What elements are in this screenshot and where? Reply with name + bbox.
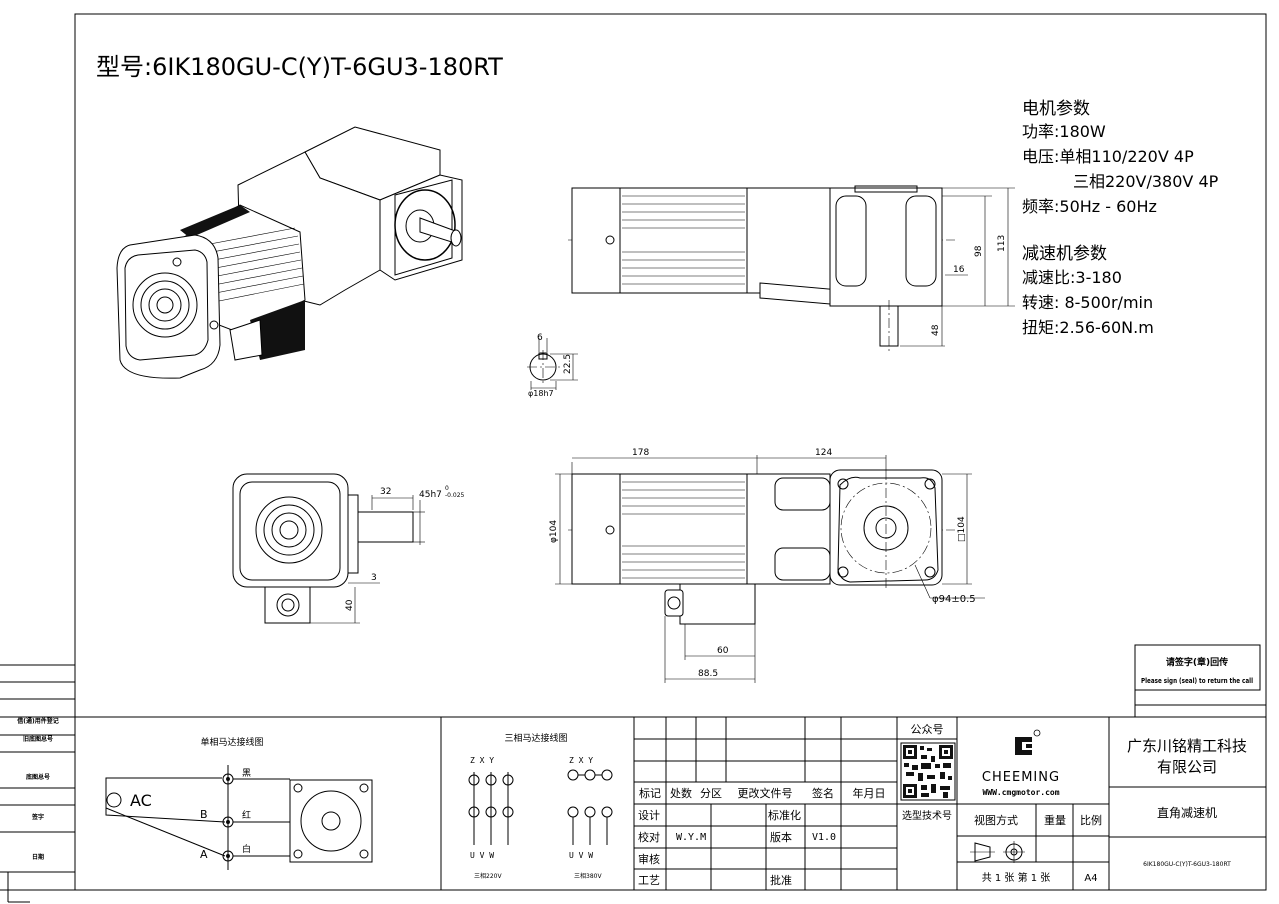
svg-text:请签字(章)回传: 请签字(章)回传: [1166, 656, 1228, 668]
svg-text:φ94±0.5: φ94±0.5: [932, 594, 976, 605]
svg-text:A: A: [200, 848, 208, 861]
drawing-border: [74, 13, 1267, 891]
svg-text:三相380V: 三相380V: [574, 872, 602, 880]
svg-text:有限公司: 有限公司: [1157, 758, 1217, 776]
svg-text:三相220V: 三相220V: [474, 872, 502, 880]
svg-text:3: 3: [371, 573, 377, 583]
svg-text:减速机参数: 减速机参数: [1022, 244, 1107, 264]
svg-text:直角减速机: 直角减速机: [1157, 806, 1217, 820]
svg-text:校对: 校对: [638, 830, 660, 844]
svg-text:标准化: 标准化: [768, 808, 801, 822]
svg-text:电压:单相110/220V 4P: 电压:单相110/220V 4P: [1022, 147, 1194, 166]
svg-text:W.Y.M: W.Y.M: [676, 832, 706, 843]
svg-text:签名: 签名: [812, 786, 834, 800]
svg-text:22.5: 22.5: [563, 354, 573, 374]
title-block: 广东川铭精工科技 有限公司 直角减速机 视图方式 重量 比例 共 1 张 第 1…: [957, 717, 1266, 890]
svg-text:98: 98: [974, 245, 984, 257]
motor-params: 电机参数 功率:180W 电压:单相110/220V 4P 三相220V/380…: [1022, 99, 1219, 216]
svg-text:设计: 设计: [638, 809, 660, 822]
svg-text:减速比:3-180: 减速比:3-180: [1022, 268, 1122, 287]
svg-text:113: 113: [997, 235, 1007, 252]
svg-text:重量: 重量: [1044, 813, 1066, 827]
svg-text:三相马达接线图: 三相马达接线图: [504, 732, 567, 744]
svg-text:A4: A4: [1084, 873, 1097, 884]
reducer-params: 减速机参数 减速比:3-180 转速: 8-500r/min 扭矩:2.56-6…: [1022, 244, 1154, 337]
svg-text:45h7: 45h7: [419, 490, 442, 500]
svg-text:6: 6: [537, 333, 543, 343]
svg-text:审核: 审核: [638, 852, 660, 866]
svg-text:48: 48: [931, 324, 941, 336]
svg-text:签字: 签字: [31, 813, 44, 821]
svg-text:Please sign (seal) to return t: Please sign (seal) to return the call: [1141, 677, 1253, 685]
svg-text:视图方式: 视图方式: [974, 813, 1018, 827]
svg-text:更改文件号: 更改文件号: [738, 786, 793, 800]
svg-text:CHEEMING: CHEEMING: [982, 770, 1060, 785]
svg-text:60: 60: [717, 646, 729, 656]
svg-text:选型技术号: 选型技术号: [902, 809, 952, 822]
svg-text:旧底图总号: 旧底图总号: [23, 735, 53, 743]
svg-text:88.5: 88.5: [698, 669, 718, 679]
svg-text:年月日: 年月日: [853, 786, 886, 800]
public-account: 公众号 选型技术号: [897, 717, 958, 890]
svg-text:0: 0: [445, 485, 449, 492]
svg-text:转速: 8-500r/min: 转速: 8-500r/min: [1022, 293, 1153, 312]
side-view-top: 113 98 16 48: [568, 185, 1015, 352]
svg-text:分区: 分区: [700, 787, 722, 800]
svg-text:-0.025: -0.025: [445, 492, 465, 499]
svg-text:φ18h7: φ18h7: [528, 389, 554, 398]
three-phase-wiring: 三相马达接线图 Z X Y Z X Y U V W U V W 三相220V 三…: [468, 732, 613, 880]
shaft-section: 6 22.5 φ18h7: [527, 333, 578, 398]
seal-note: 请签字(章)回传 Please sign (seal) to return th…: [1134, 644, 1266, 717]
svg-text:U V W: U V W: [470, 851, 494, 860]
svg-text:178: 178: [632, 448, 649, 458]
svg-text:公众号: 公众号: [911, 723, 944, 736]
front-view-bottom: 178 124 φ104 □104 φ94±0.5 60 88.5: [549, 448, 985, 683]
svg-text:16: 16: [953, 265, 965, 275]
svg-text:扭矩:2.56-60N.m: 扭矩:2.56-60N.m: [1022, 318, 1154, 337]
svg-text:φ104: φ104: [549, 520, 559, 543]
svg-text:32: 32: [380, 487, 391, 497]
svg-text:底图总号: 底图总号: [26, 773, 50, 781]
svg-text:黑: 黑: [242, 768, 251, 779]
svg-text:共 1 张 第 1 张: 共 1 张 第 1 张: [982, 871, 1051, 884]
end-view-left: 32 45h7 0 -0.025 3 40: [232, 473, 465, 624]
svg-text:三相220V/380V 4P: 三相220V/380V 4P: [1073, 172, 1219, 191]
brand-logo: CHEEMING WWW.cmgmotor.com: [957, 729, 1109, 805]
model-title: 型号:6IK180GU-C(Y)T-6GU3-180RT: [96, 53, 503, 81]
qr-code-icon: [900, 742, 956, 801]
svg-text:日期: 日期: [32, 853, 44, 861]
svg-text:处数: 处数: [670, 787, 692, 800]
svg-text:白: 白: [242, 843, 251, 855]
svg-text:Z X Y: Z X Y: [470, 756, 494, 765]
svg-text:□104: □104: [957, 516, 967, 542]
svg-text:版本: 版本: [770, 830, 792, 844]
projection-symbol-icon: [970, 841, 1025, 863]
svg-text:工艺: 工艺: [638, 874, 660, 887]
svg-text:6IK180GU-C(Y)T-6GU3-180RT: 6IK180GU-C(Y)T-6GU3-180RT: [1143, 861, 1231, 868]
svg-text:U V W: U V W: [569, 851, 593, 860]
svg-text:B: B: [200, 808, 208, 821]
svg-text:借(通)用件登记: 借(通)用件登记: [16, 717, 59, 725]
single-phase-wiring: 单相马达接线图 AC 黑 红 白 B A: [105, 736, 373, 870]
svg-text:比例: 比例: [1080, 813, 1102, 827]
cheeming-logo-icon: [1015, 729, 1041, 755]
svg-text:功率:180W: 功率:180W: [1022, 122, 1106, 141]
left-margin-table: 借(通)用件登记 旧底图总号 底图总号 签字 日期: [0, 664, 75, 903]
svg-text:广东川铭精工科技: 广东川铭精工科技: [1127, 737, 1247, 755]
svg-text:40: 40: [345, 599, 355, 611]
svg-text:单相马达接线图: 单相马达接线图: [200, 736, 263, 748]
revision-table: 标记 处数 分区 更改文件号 签名 年月日 设计 标准化 校对 W.Y.M 版本…: [633, 717, 898, 890]
svg-text:V1.0: V1.0: [812, 832, 836, 843]
svg-text:红: 红: [242, 809, 251, 821]
svg-text:频率:50Hz - 60Hz: 频率:50Hz - 60Hz: [1022, 197, 1157, 216]
svg-text:WWW.cmgmotor.com: WWW.cmgmotor.com: [982, 788, 1059, 797]
svg-text:124: 124: [815, 448, 832, 458]
svg-text:AC: AC: [130, 791, 152, 810]
svg-text:标记: 标记: [639, 786, 661, 800]
svg-text:电机参数: 电机参数: [1022, 99, 1090, 119]
svg-text:批准: 批准: [770, 873, 792, 887]
motor-3d-illustration: [116, 126, 463, 379]
svg-text:Z X Y: Z X Y: [569, 756, 593, 765]
